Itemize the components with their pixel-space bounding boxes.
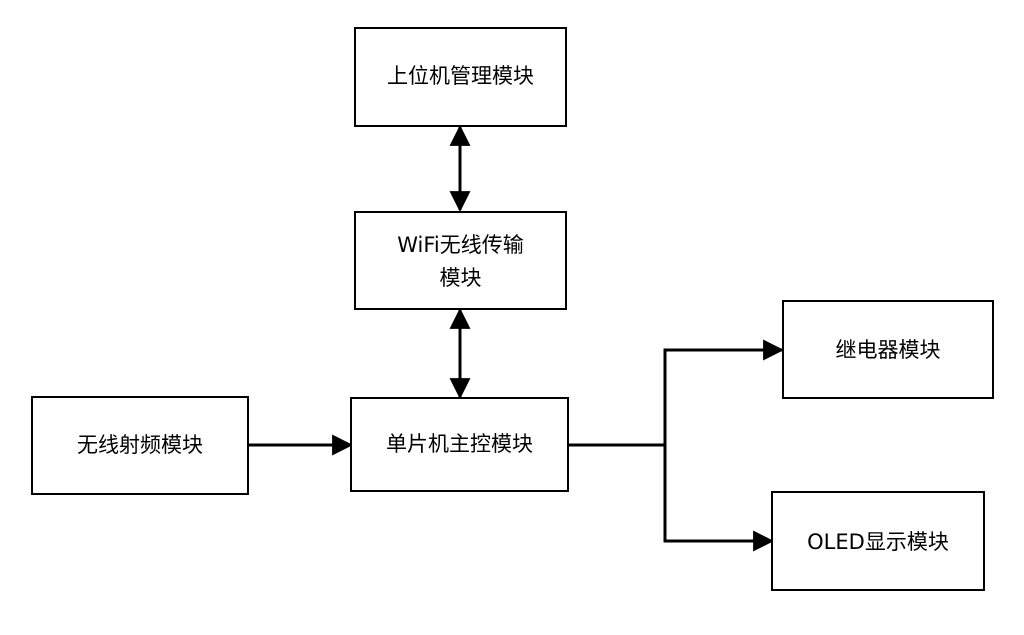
- node-oled-display: OLED显示模块: [771, 491, 985, 591]
- edge-mcu-relay: [569, 339, 785, 447]
- node-mcu-label: 单片机主控模块: [386, 432, 533, 456]
- node-host-management: 上位机管理模块: [354, 27, 567, 127]
- node-wireless-rf: 无线射频模块: [31, 396, 249, 495]
- node-wifi-label-line1: WiFi无线传输: [397, 233, 524, 257]
- node-relay: 继电器模块: [782, 300, 994, 399]
- node-wifi-label-line2: 模块: [440, 266, 482, 290]
- node-wifi-transmission: WiFi无线传输 模块: [354, 211, 567, 310]
- node-host-management-label: 上位机管理模块: [387, 64, 534, 88]
- node-mcu-main-control: 单片机主控模块: [350, 397, 569, 492]
- node-relay-label: 继电器模块: [836, 338, 941, 362]
- node-oled-label: OLED显示模块: [807, 530, 949, 554]
- node-rf-label: 无线射频模块: [77, 433, 203, 457]
- edge-mcu-oled: [663, 445, 775, 552]
